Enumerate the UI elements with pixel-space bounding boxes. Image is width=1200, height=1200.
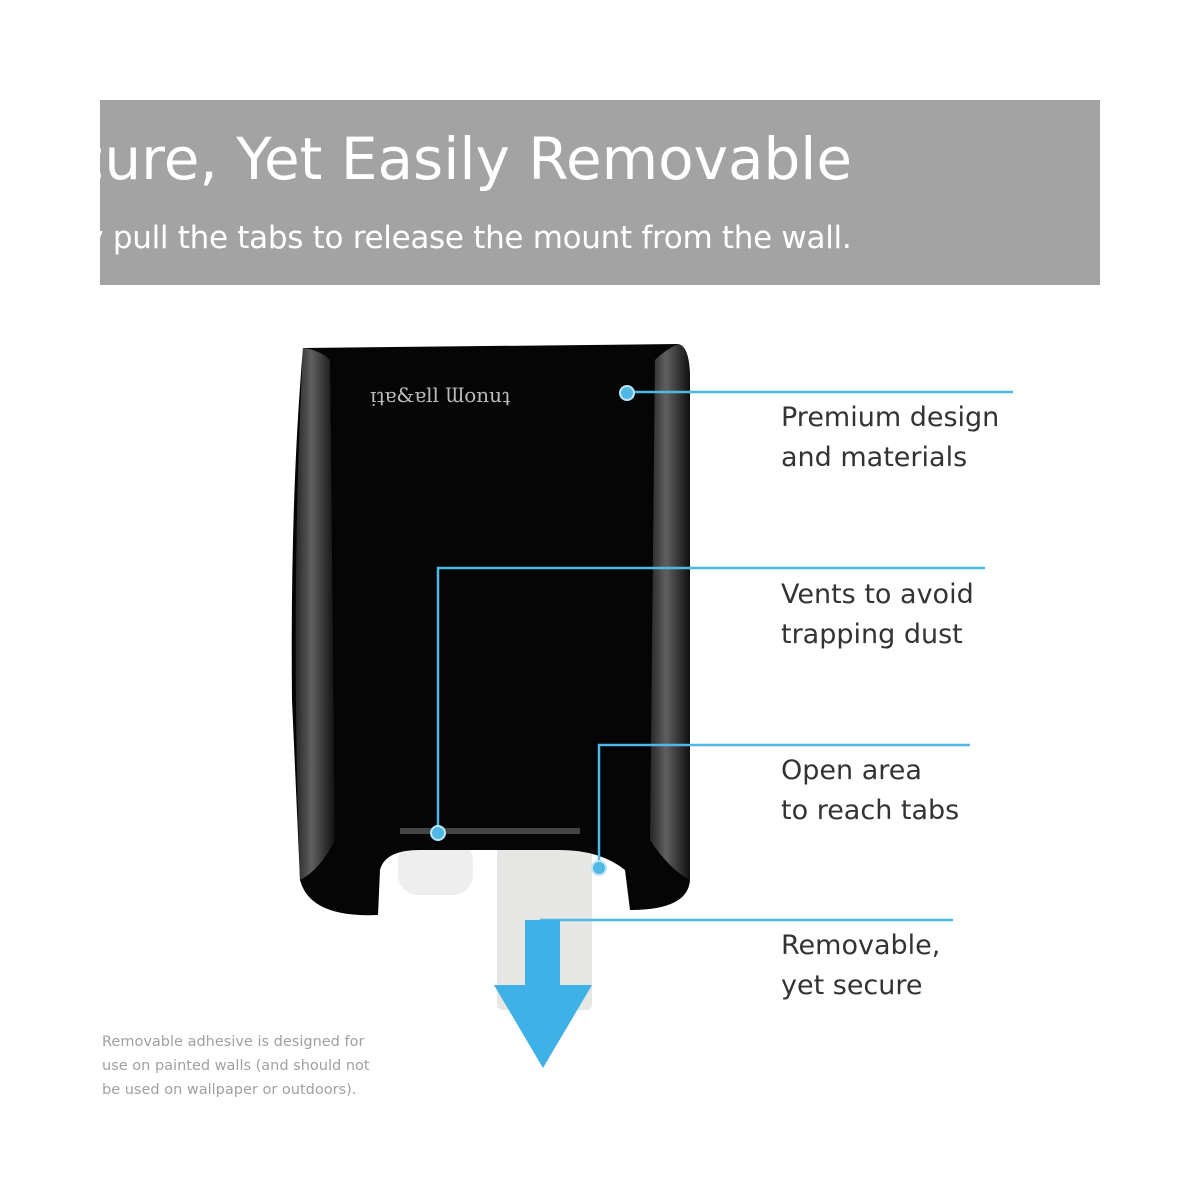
footnote-line: Removable adhesive is designed for	[102, 1034, 365, 1050]
callout-text: yet secure	[781, 970, 923, 1001]
banner-title: Secure, Yet Easily Removable	[0, 125, 853, 193]
mount-side-right	[650, 344, 690, 880]
mount-side-left	[295, 348, 335, 880]
vent-slots	[400, 828, 580, 834]
header-banner	[100, 100, 1100, 285]
footnote-line: be used on wallpaper or outdoors).	[102, 1082, 357, 1098]
callout-line-2	[436, 566, 985, 833]
callout-text: to reach tabs	[781, 795, 960, 826]
callout-text: Open area	[781, 755, 922, 786]
callout-dot-1	[619, 385, 635, 401]
callout-dot-3	[591, 860, 607, 876]
callout-open-area: Open area to reach tabs	[781, 751, 959, 831]
callout-removable: Removable, yet secure	[781, 926, 940, 1006]
callout-text: trapping dust	[781, 619, 963, 650]
pull-tab-left	[398, 840, 473, 895]
callout-premium-design: Premium design and materials	[781, 398, 999, 478]
footnote: Removable adhesive is designed for use o…	[102, 1030, 432, 1102]
arrow-down-icon	[494, 920, 592, 1068]
mount-body	[291, 344, 690, 916]
callout-dot-2	[430, 825, 446, 841]
banner-subtitle: Simply pull the tabs to release the moun…	[0, 220, 852, 256]
callout-text: Vents to avoid	[781, 579, 974, 610]
logo-text: ᴉʇɐ&ɐll Ɯonuʇ	[370, 383, 510, 407]
footnote-line: use on painted walls (and should not	[102, 1058, 370, 1074]
callout-line-3	[597, 743, 970, 868]
callout-text: Premium design	[781, 402, 1000, 433]
callout-vents: Vents to avoid trapping dust	[781, 575, 974, 655]
callout-text: Removable,	[781, 930, 941, 961]
callout-text: and materials	[781, 442, 968, 473]
